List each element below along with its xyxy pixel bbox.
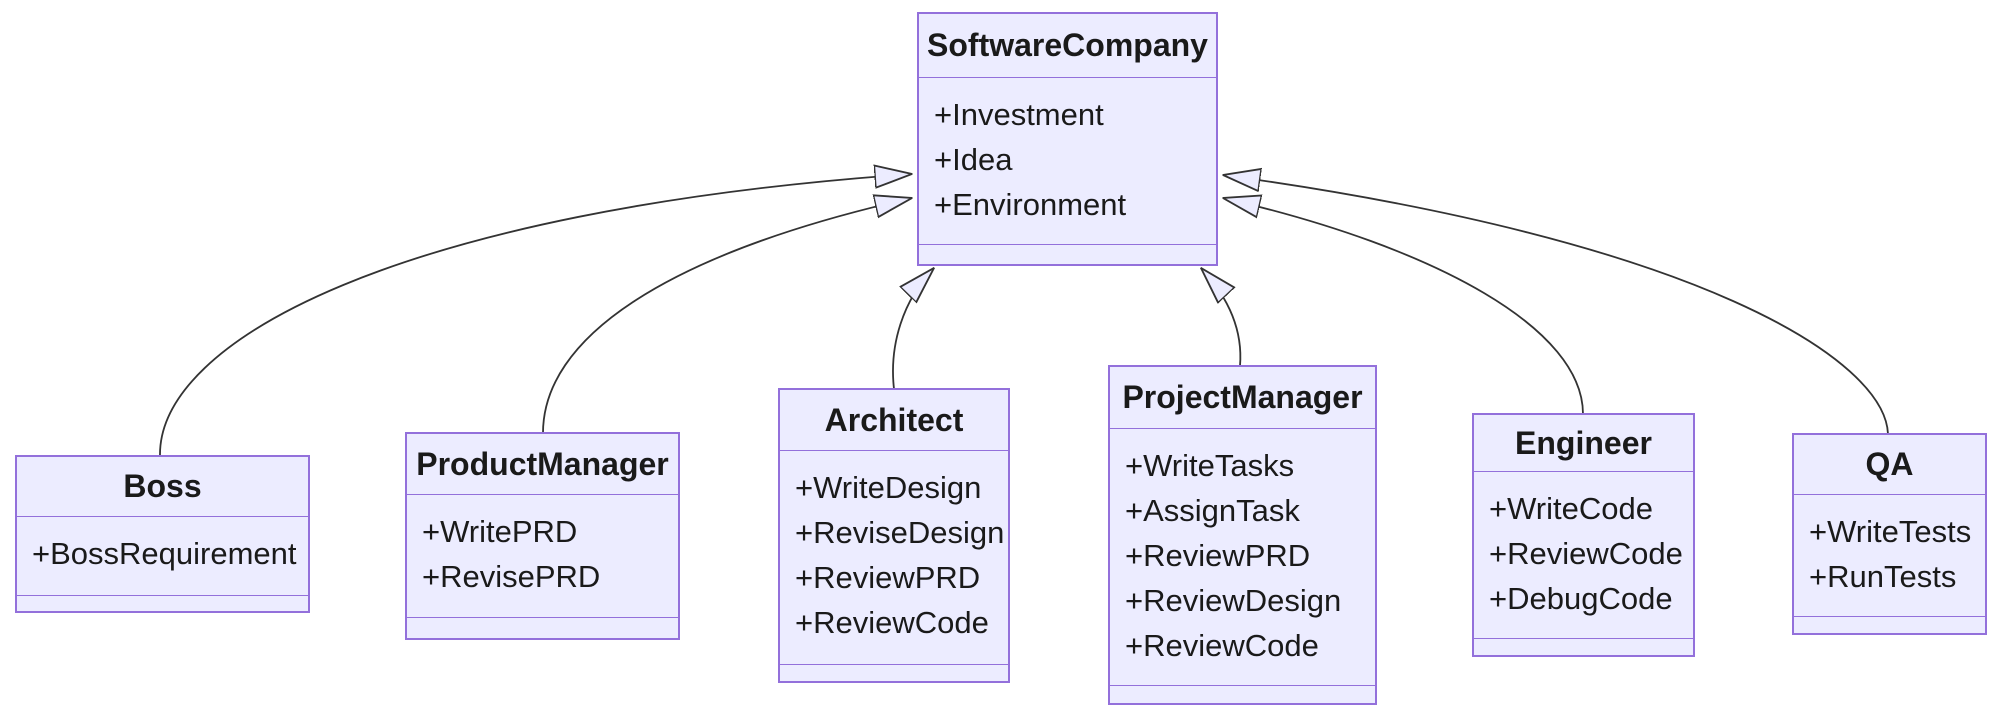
class-member: +WriteTasks	[1125, 448, 1295, 483]
class-title: Boss	[17, 457, 308, 517]
class-box-softwarecompany: SoftwareCompany +Investment +Idea +Envir…	[917, 12, 1218, 266]
class-member: +WriteTests	[1809, 514, 1972, 549]
edge-projectmanager-to-softwarecompany	[1201, 268, 1242, 367]
class-methods-empty	[1110, 685, 1375, 707]
class-box-productmanager: ProductManager +WritePRD +RevisePRD	[405, 432, 680, 640]
class-methods-empty	[780, 664, 1008, 685]
class-title: ProjectManager	[1110, 367, 1375, 429]
class-members: +WriteTests +RunTests	[1794, 495, 1985, 616]
class-methods-empty	[1794, 616, 1985, 637]
class-title: Engineer	[1474, 415, 1693, 472]
class-member: +Investment	[934, 97, 1104, 132]
class-box-qa: QA +WriteTests +RunTests	[1792, 433, 1987, 635]
class-members: +BossRequirement	[17, 517, 308, 595]
class-member: +ReviewPRD	[795, 560, 981, 595]
class-member: +WriteDesign	[795, 470, 982, 505]
class-member: +WriteCode	[1489, 491, 1653, 526]
class-methods-empty	[17, 595, 308, 615]
class-members: +WritePRD +RevisePRD	[407, 495, 678, 617]
class-member: +DebugCode	[1489, 581, 1673, 616]
class-methods-empty	[919, 244, 1216, 268]
class-member: +ReviewDesign	[1125, 583, 1342, 618]
class-member: +ReviewCode	[795, 605, 989, 640]
class-box-engineer: Engineer +WriteCode +ReviewCode +DebugCo…	[1472, 413, 1695, 657]
class-members: +WriteTasks +AssignTask +ReviewPRD +Revi…	[1110, 429, 1375, 685]
class-box-boss: Boss +BossRequirement	[15, 455, 310, 613]
class-member: +BossRequirement	[32, 536, 297, 571]
class-members: +Investment +Idea +Environment	[919, 78, 1216, 244]
class-member: +Environment	[934, 187, 1127, 222]
class-title: Architect	[780, 390, 1008, 451]
class-member: +AssignTask	[1125, 493, 1300, 528]
class-member: +RunTests	[1809, 559, 1957, 594]
class-member: +ReviewCode	[1489, 536, 1683, 571]
class-member: +Idea	[934, 142, 1013, 177]
class-box-projectmanager: ProjectManager +WriteTasks +AssignTask +…	[1108, 365, 1377, 705]
class-member: +WritePRD	[422, 514, 578, 549]
class-title: SoftwareCompany	[919, 14, 1216, 78]
class-title: QA	[1794, 435, 1985, 495]
edge-architect-to-softwarecompany	[892, 268, 934, 390]
class-box-architect: Architect +WriteDesign +ReviseDesign +Re…	[778, 388, 1010, 683]
class-members: +WriteDesign +ReviseDesign +ReviewPRD +R…	[780, 451, 1008, 664]
class-member: +ReviewCode	[1125, 628, 1319, 663]
class-methods-empty	[407, 617, 678, 642]
class-members: +WriteCode +ReviewCode +DebugCode	[1474, 472, 1693, 638]
class-member: +RevisePRD	[422, 559, 601, 594]
class-title: ProductManager	[407, 434, 678, 495]
class-member: +ReviseDesign	[795, 515, 1005, 550]
class-member: +ReviewPRD	[1125, 538, 1311, 573]
class-methods-empty	[1474, 638, 1693, 659]
